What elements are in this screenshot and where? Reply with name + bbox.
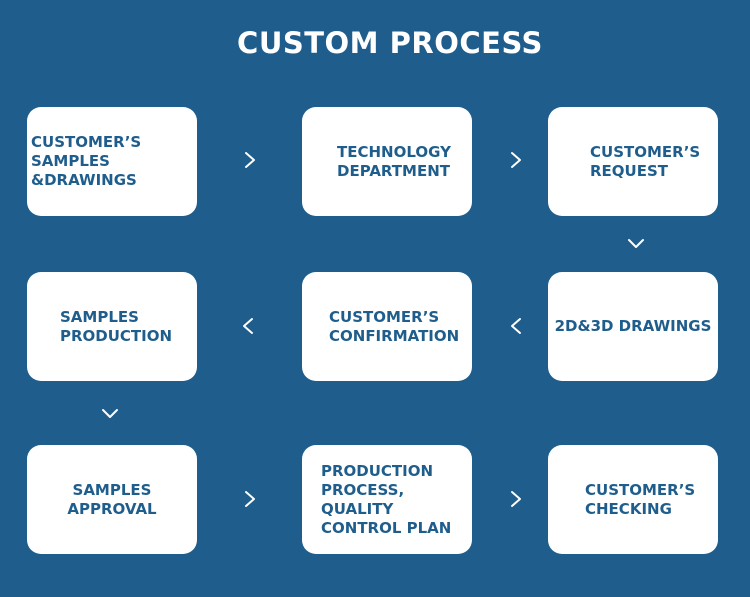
step-label: PRODUCTION PROCESS, QUALITY CONTROL PLAN — [321, 461, 452, 537]
step-label: 2D&3D DRAWINGS — [554, 317, 712, 335]
step-2d3d-drawings: 2D&3D DRAWINGS — [548, 272, 718, 381]
step-customers-confirmation: CUSTOMER’S CONFIRMATION — [302, 272, 472, 381]
step-label: SAMPLES PRODUCTION — [60, 307, 173, 345]
step-customers-request: CUSTOMER’S REQUEST — [548, 107, 718, 216]
step-samples-approval: SAMPLES APPROVAL — [27, 445, 197, 554]
step-label: CUSTOMER’S SAMPLES &DRAWINGS — [31, 133, 142, 189]
step-label: CUSTOMER’S REQUEST — [590, 142, 701, 180]
chevron-right-icon — [506, 489, 526, 509]
step-customers-checking: CUSTOMER’S CHECKING — [548, 445, 718, 554]
chevron-left-icon — [238, 316, 258, 336]
chevron-left-icon — [506, 316, 526, 336]
chevron-down-icon — [626, 234, 646, 254]
chevron-right-icon — [240, 150, 260, 170]
step-technology-department: TECHNOLOGY DEPARTMENT — [302, 107, 472, 216]
step-production-process-quality-control-plan: PRODUCTION PROCESS, QUALITY CONTROL PLAN — [302, 445, 472, 554]
step-label: TECHNOLOGY DEPARTMENT — [337, 142, 451, 180]
step-label: CUSTOMER’S CONFIRMATION — [329, 307, 460, 345]
step-label: CUSTOMER’S CHECKING — [585, 480, 696, 518]
step-label: SAMPLES APPROVAL — [67, 480, 157, 518]
chevron-right-icon — [506, 150, 526, 170]
step-samples-production: SAMPLES PRODUCTION — [27, 272, 197, 381]
step-customers-samples-drawings: CUSTOMER’S SAMPLES &DRAWINGS — [27, 107, 197, 216]
chevron-down-icon — [100, 404, 120, 424]
diagram-title: CUSTOM PROCESS — [237, 26, 543, 60]
chevron-right-icon — [240, 489, 260, 509]
